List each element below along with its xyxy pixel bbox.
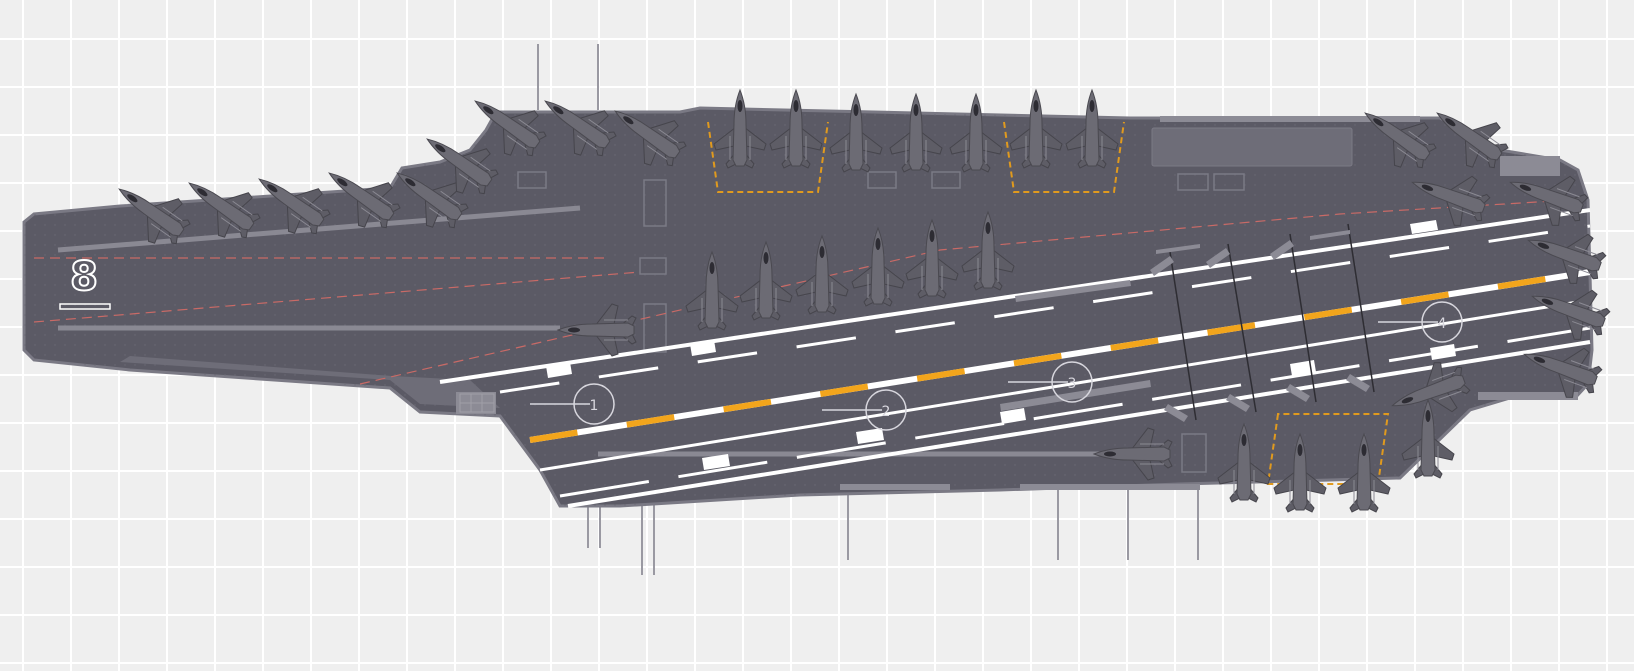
island-structure xyxy=(1151,127,1353,167)
bow-catapult-tracks xyxy=(57,205,1100,457)
elevator-icon xyxy=(459,393,495,413)
catapult-marker-icon[interactable]: 2 xyxy=(822,389,907,431)
hull-number: 8 xyxy=(59,253,111,310)
catapult-label: 1 xyxy=(590,398,599,414)
catapult-marker-icon[interactable]: 3 xyxy=(1008,361,1093,403)
catapult-label: 4 xyxy=(1438,316,1447,332)
landing-edge-line xyxy=(567,340,1591,508)
catapult-markers: 1 2 3 4 xyxy=(530,301,1463,431)
catapult-marker-icon[interactable]: 1 xyxy=(530,383,615,425)
catapult-label: 2 xyxy=(882,404,891,420)
arresting-wire-icon xyxy=(1227,243,1257,413)
catapult-marker-icon[interactable]: 4 xyxy=(1378,301,1463,343)
arresting-wire-icon xyxy=(1289,233,1317,403)
antenna-masts xyxy=(537,44,1199,575)
hull-number-text: 8 xyxy=(70,254,98,300)
catapult-label: 3 xyxy=(1068,376,1077,392)
landing-centerline xyxy=(529,269,1591,443)
deck-hatches xyxy=(517,171,1245,473)
arresting-wire-icon xyxy=(1347,223,1375,393)
arresting-wires xyxy=(1169,223,1375,421)
arresting-wire-icon xyxy=(1169,251,1197,421)
landing-area xyxy=(439,208,1591,508)
